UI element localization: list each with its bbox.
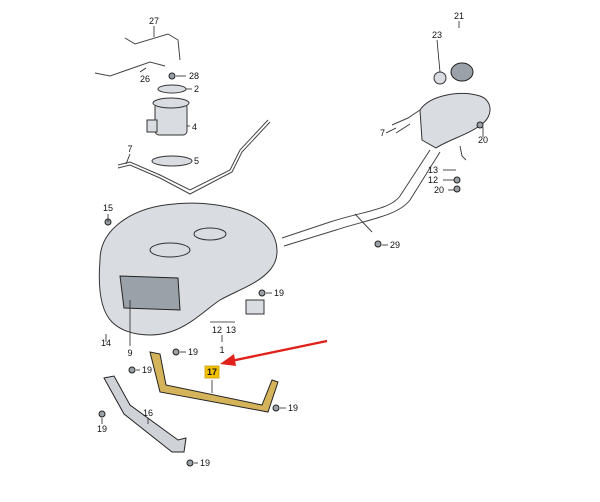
filler-neck [281,62,491,247]
callout-15: 15 [103,203,113,213]
leader-lines [101,21,484,464]
part-13-line [459,145,467,161]
callout-labels: 27 28 2 26 4 5 7 21 23 7 20 13 12 20 15 … [97,11,488,468]
fuel-pump-assembly [94,33,271,195]
part-2 [157,84,187,94]
part-7-line-left [117,119,269,191]
callout-9: 9 [127,348,132,358]
highlight-box [204,365,220,379]
callout-19-left: 19 [142,365,152,375]
callout-7-right: 7 [380,128,385,138]
callout-7-left: 7 [127,144,132,154]
callout-23: 23 [432,30,442,40]
callout-2: 2 [194,84,199,94]
callout-27: 27 [149,16,159,26]
part-17-strap [149,351,279,413]
callout-5: 5 [194,156,199,166]
tank-body [98,202,278,336]
callout-19-tank: 19 [274,288,284,298]
part-7-filler-pipe [281,149,431,239]
callout-29: 29 [390,240,400,250]
callout-16: 16 [143,408,153,418]
callout-14: 14 [101,338,111,348]
callout-17: 17 [207,367,217,377]
callout-12-bottom: 12 [212,325,222,335]
callout-12-right: 12 [428,175,438,185]
callout-20-bottom: 20 [434,185,444,195]
part-28 [168,72,176,80]
callout-19-right: 19 [288,403,298,413]
part-16-strap [103,375,187,453]
part-filler-head [419,93,491,149]
callout-1: 1 [219,345,224,355]
callout-28: 28 [189,71,199,81]
bolts [98,121,484,467]
part-27-line [124,33,181,61]
fuel-tank [98,202,278,336]
highlight-arrow [220,339,328,366]
callout-19-bottom: 19 [200,458,210,468]
part-19-bracket [245,299,265,315]
part-21-cap [450,62,474,82]
part-26-line [94,61,166,77]
part-23-ring [433,71,447,85]
callout-13-bottom: 13 [226,325,236,335]
part-9-carbon-canister [119,275,181,311]
callout-13-right: 13 [428,165,438,175]
part-5 [151,155,193,167]
callout-26: 26 [140,74,150,84]
callout-4: 4 [192,122,197,132]
callout-20-top: 20 [478,135,488,145]
callout-21: 21 [454,11,464,21]
callout-19-lower-left: 19 [97,424,107,434]
callout-19-mid: 19 [188,347,198,357]
